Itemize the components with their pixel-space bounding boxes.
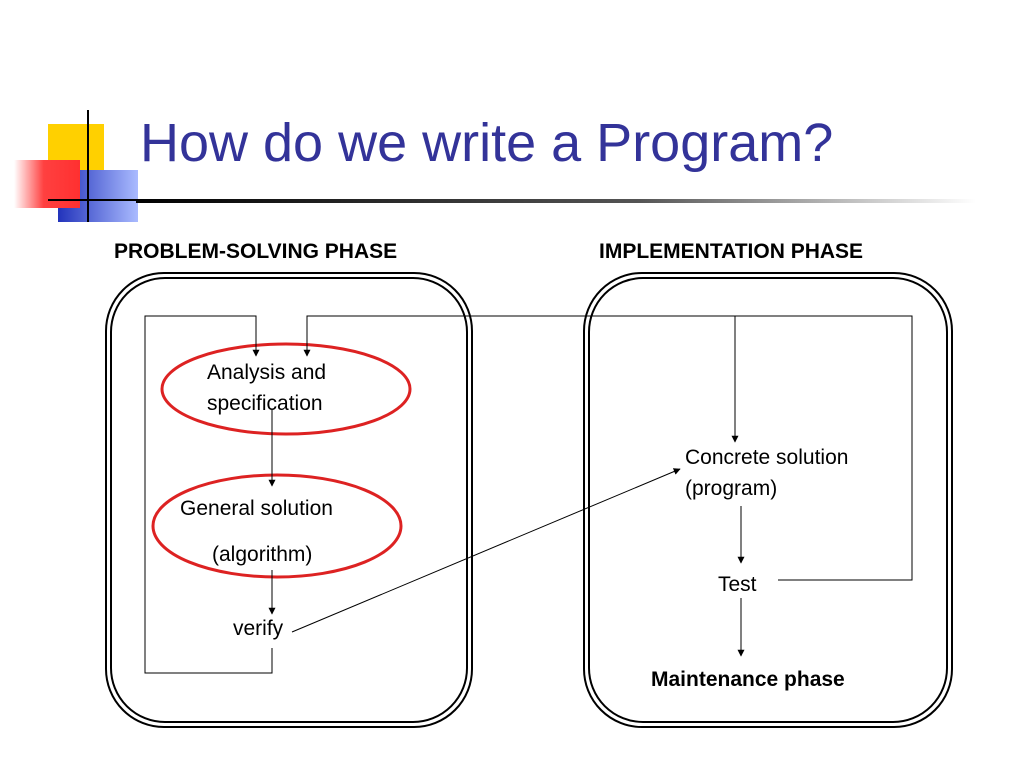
title-underline [136,199,976,203]
analysis-node: Analysis and specification [207,357,326,419]
verify-node: verify [233,613,283,644]
analysis-line-1: Analysis and [207,357,326,388]
slide-title: How do we write a Program? [140,112,833,174]
maintenance-phase-node: Maintenance phase [651,664,845,695]
test-node: Test [718,569,757,600]
verify-to-concrete-arrow [292,469,680,632]
implementation-phase-label: IMPLEMENTATION PHASE [599,240,863,264]
concrete-line-2: (program) [685,473,848,504]
general-solution-node-line-2: (algorithm) [212,539,312,570]
analysis-line-2: specification [207,388,326,419]
concrete-line-1: Concrete solution [685,442,848,473]
general-solution-node-line-1: General solution [180,493,333,524]
corner-decoration [14,110,140,222]
problem-phase-label: PROBLEM-SOLVING PHASE [114,240,397,264]
concrete-solution-node: Concrete solution (program) [685,442,848,504]
